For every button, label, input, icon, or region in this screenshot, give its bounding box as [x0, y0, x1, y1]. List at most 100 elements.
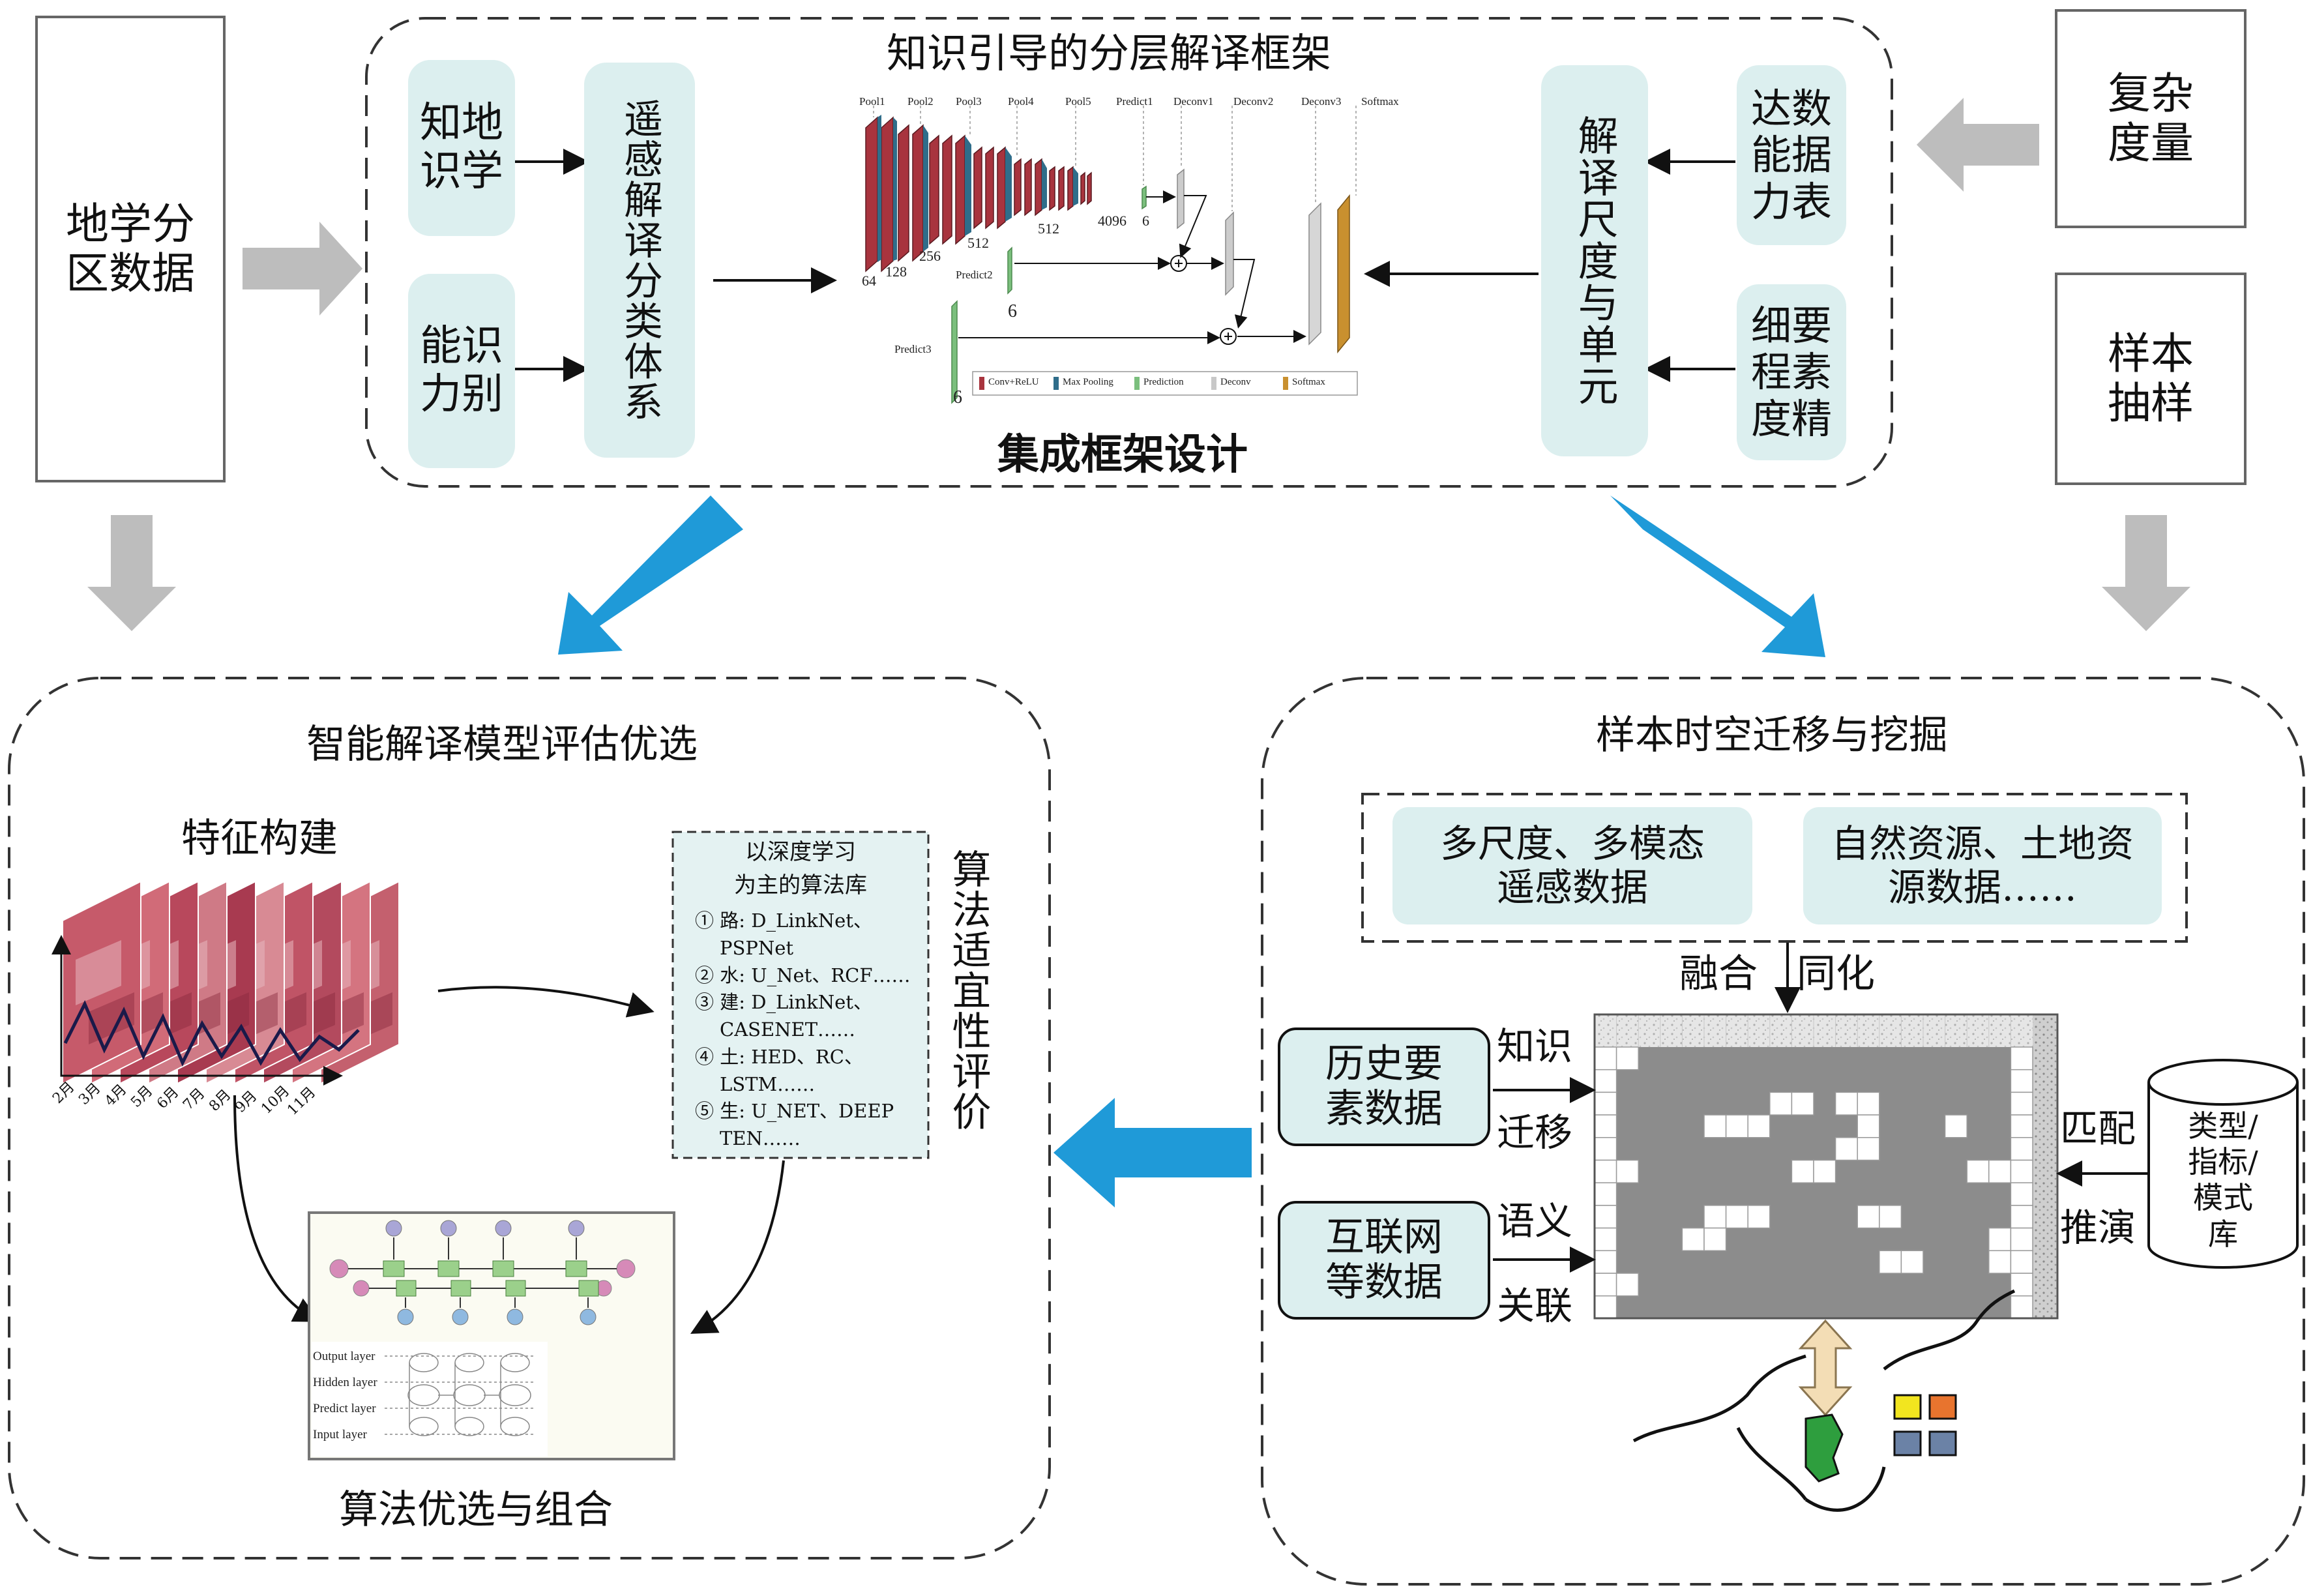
top-panel-border: [365, 17, 1893, 488]
softmax-label: Softmax: [1361, 95, 1399, 108]
green-patch: [1805, 1413, 1844, 1483]
library-line-3: 模式: [2193, 1180, 2253, 1216]
pool-label-3: Pool3: [956, 95, 982, 108]
geo-knowledge-box: 知地识学: [408, 60, 515, 236]
algo-item-eco: ⑤ 生: U_NET、DEEP: [695, 1100, 894, 1123]
algo-item-building: ③ 建: D_LinkNet、: [695, 991, 872, 1014]
pool-label-5: Pool5: [1065, 95, 1091, 108]
blue-arrow-top-to-right: [1610, 495, 1825, 657]
feature-image-stack: [52, 880, 400, 1086]
library-cylinder: [2147, 1059, 2299, 1269]
historical-data-label: 历史要素数据: [1325, 1041, 1443, 1132]
size-256: 256: [919, 248, 941, 264]
algorithm-optimization-caption: 算法优选与组合: [339, 1487, 613, 1533]
match-label: 匹配: [2060, 1106, 2136, 1151]
blue-arrow-right-to-left: [1053, 1098, 1252, 1207]
sample-sampling-box: 样本抽样: [2055, 273, 2247, 485]
top-panel-subtitle: 集成框架设计: [997, 431, 1248, 479]
internet-data-label: 互联网等数据: [1325, 1215, 1443, 1305]
legend-prediction: Prediction: [1143, 377, 1184, 387]
knowledge-label: 知识: [1497, 1024, 1573, 1069]
feature-construction-title: 特征构建: [181, 816, 338, 861]
size-6: 6: [1142, 213, 1149, 229]
algo-item-eco-cont: TEN……: [720, 1127, 801, 1149]
bottom-left-panel-border: [8, 677, 1051, 1559]
pool-label-4: Pool4: [1008, 95, 1034, 108]
data-capability-label: 达数能据力表: [1750, 85, 1832, 226]
element-fineness-label: 细要程素度精: [1750, 302, 1832, 443]
algo-item-building-cont: CASENET……: [720, 1018, 856, 1041]
library-line-1: 类型/: [2188, 1108, 2258, 1144]
gray-arrow-right-down: [2102, 515, 2190, 631]
historical-data-box: 历史要素数据: [1278, 1027, 1490, 1146]
size-64: 64: [862, 273, 876, 289]
algorithm-library-box: [671, 831, 930, 1159]
recognition-ability-label: 能识力别: [420, 322, 503, 419]
internet-data-box: 互联网等数据: [1278, 1201, 1490, 1320]
recognition-ability-box: 能识力别: [408, 274, 515, 468]
algorithm-library-list: ① 路: D_LinkNet、 PSPNet ② 水: U_Net、RCF…… …: [695, 908, 930, 1153]
geoscience-zoning-box: 地学分区数据: [35, 16, 226, 482]
deconv3-label: Deconv3: [1301, 95, 1342, 108]
size-4096: 4096: [1098, 213, 1127, 229]
legend-conv: Conv+ReLU: [988, 377, 1039, 387]
sample-grid-matrix: [1593, 1013, 2059, 1320]
geo-knowledge-label: 知地识学: [420, 99, 503, 196]
predict3-size: 6: [953, 387, 962, 407]
rs-classification-label: 遥感解译分类体系: [617, 98, 663, 422]
interpretation-scale-box: 解译尺度与单元: [1541, 65, 1648, 456]
algo-item-road-cont: PSPNet: [720, 936, 794, 959]
interpretation-scale-label: 解译尺度与单元: [1570, 115, 1619, 407]
rs-classification-box: 遥感解译分类体系: [584, 63, 695, 458]
algo-item-soil: ④ 土: HED、RC、: [695, 1045, 863, 1068]
size-128: 128: [885, 263, 907, 280]
multiscale-rs-data-label: 多尺度、多模态遥感数据: [1439, 821, 1705, 909]
complexity-measure-box: 复杂度量: [2055, 9, 2247, 228]
pool-label-1: Pool1: [859, 95, 885, 108]
rnn-predict-layer: Predict layer: [313, 1402, 376, 1415]
blue-arrow-top-to-left: [558, 495, 743, 655]
cnn-architecture-illustration: [865, 106, 1358, 404]
infer-label: 推演: [2060, 1205, 2136, 1250]
top-panel-title: 知识引导的分层解译框架: [887, 29, 1332, 77]
pool-label-2: Pool2: [907, 95, 934, 108]
data-capability-box: 达数能据力表: [1737, 65, 1846, 245]
sketch-map: [1632, 1289, 2016, 1512]
legend-softmax: Softmax: [1292, 377, 1325, 387]
predict3-label: Predict3: [894, 343, 932, 355]
legend-deconv: Deconv: [1220, 377, 1251, 387]
algorithm-library-title-line2: 为主的算法库: [734, 872, 867, 898]
algo-item-soil-cont: LSTM……: [720, 1072, 816, 1095]
rnn-illustration: [308, 1211, 675, 1460]
natural-resource-data-label: 自然资源、土地资源数据……: [1831, 821, 2134, 909]
predict2-label: Predict2: [956, 269, 993, 281]
multiscale-rs-data-box: 多尺度、多模态遥感数据: [1392, 807, 1752, 924]
bottom-left-title: 智能解译模型评估优选: [306, 722, 698, 767]
size-512a: 512: [967, 235, 989, 251]
library-line-2: 指标/: [2188, 1144, 2258, 1180]
complexity-measure-label: 复杂度量: [2108, 68, 2194, 168]
algo-item-road: ① 路: D_LinkNet、: [695, 909, 872, 932]
deconv2-label: Deconv2: [1233, 95, 1274, 108]
algorithm-suitability-label: 算法适宜性评价: [945, 849, 991, 1132]
predict2-size: 6: [1008, 301, 1017, 321]
fusion-label: 融合: [1679, 951, 1758, 997]
legend-pool: Max Pooling: [1063, 377, 1113, 387]
data-sources-dashed-box: [1361, 793, 2188, 943]
transfer-label: 迁移: [1497, 1110, 1573, 1155]
double-arrow: [1798, 1319, 1853, 1417]
algorithm-library-title: 以深度学习 为主的算法库: [675, 836, 926, 902]
natural-resource-data-box: 自然资源、土地资源数据……: [1803, 807, 2162, 924]
library-line-4: 库: [2208, 1216, 2238, 1252]
gray-arrow-right-left: [1917, 98, 2039, 192]
size-512b: 512: [1038, 220, 1059, 237]
rnn-output-layer: Output layer: [313, 1350, 376, 1363]
semantic-label: 语义: [1497, 1199, 1573, 1243]
gray-arrow-left-down: [87, 515, 176, 631]
rnn-input-layer: Input layer: [313, 1428, 367, 1441]
geoscience-zoning-label: 地学分区数据: [66, 199, 195, 299]
type-index-pattern-library: 类型/ 指标/ 模式 库: [2151, 1108, 2295, 1252]
sample-sampling-label: 样本抽样: [2108, 329, 2194, 428]
